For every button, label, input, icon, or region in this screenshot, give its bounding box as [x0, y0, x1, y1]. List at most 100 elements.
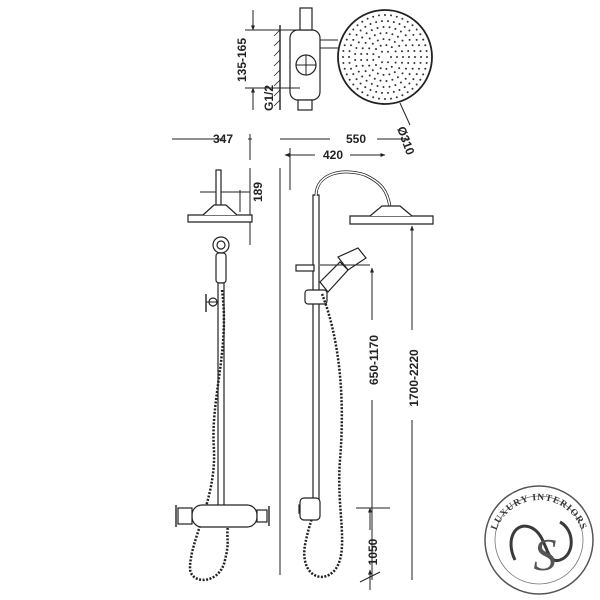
nozzle-dot [361, 64, 364, 67]
nozzle-dot [369, 23, 372, 25]
nozzle-dot [396, 76, 399, 79]
nozzle-dot [415, 83, 418, 86]
nozzle-dot [424, 67, 427, 70]
top-view [273, 7, 433, 111]
nozzle-dot [391, 78, 394, 81]
nozzle-dot [366, 53, 369, 55]
nozzle-dot [384, 14, 386, 16]
nozzle-dot [350, 67, 352, 70]
nozzle-dot [348, 78, 351, 81]
nozzle-dot [352, 73, 355, 76]
nozzle-dot [375, 90, 378, 93]
nozzle-dot [391, 33, 394, 36]
nozzle-dot [381, 50, 383, 53]
nozzle-dot [399, 30, 402, 33]
nozzle-dot [379, 79, 382, 82]
nozzle-dot [382, 73, 385, 76]
nozzle-dot [354, 53, 357, 55]
nozzle-dot [379, 32, 382, 35]
nozzle-dot [404, 34, 407, 37]
nozzle-dot [398, 67, 401, 70]
nozzle-dot [388, 73, 391, 76]
nozzle-dot [403, 86, 406, 89]
nozzle-dot [387, 91, 389, 94]
nozzle-dot [355, 33, 358, 36]
nozzle-dot [396, 35, 399, 38]
nozzle-dot [388, 85, 391, 88]
nozzle-dot [422, 73, 425, 76]
nozzle-dot [398, 89, 401, 91]
nozzle-dot [355, 65, 358, 67]
nozzle-dot [372, 58, 375, 61]
nozzle-dot [366, 17, 369, 20]
nozzle-dot [342, 50, 345, 52]
nozzle-dot [355, 47, 358, 49]
nozzle-dot [352, 28, 355, 31]
dim-135-165: 135-165 [235, 10, 300, 110]
nozzle-dot [382, 26, 385, 28]
nozzle-dot [348, 50, 351, 53]
nozzle-dot [401, 17, 404, 20]
label-347: 347 [213, 132, 233, 146]
nozzle-dot [395, 96, 398, 99]
nozzle-dot [343, 67, 346, 70]
nozzle-dot [373, 34, 376, 37]
nozzle-dot [425, 62, 428, 64]
nozzle-dot [415, 38, 418, 41]
nozzle-dot [403, 25, 406, 28]
brand-logo: LUXURY INTERIORS S [484, 485, 594, 595]
nozzle-dot [385, 44, 388, 47]
nozzle-dot [384, 98, 386, 100]
nozzle-dot [398, 23, 401, 25]
nozzle-dot [385, 67, 388, 70]
nozzle-dot [388, 26, 391, 29]
nozzle-dot [407, 50, 410, 52]
nozzle-dot [406, 20, 409, 23]
nozzle-dot [361, 91, 364, 94]
nozzle-dot [396, 56, 398, 58]
label-420: 420 [323, 148, 343, 162]
nozzle-dot [395, 15, 398, 18]
nozzle-dot [381, 20, 383, 23]
nozzle-dot [343, 44, 346, 47]
nozzle-dot [376, 39, 379, 42]
nozzle-dot [359, 29, 362, 32]
nozzle-dot [378, 14, 380, 17]
nozzle-dot [422, 38, 425, 41]
nozzle-dot [372, 15, 375, 18]
nozzle-dot [356, 87, 359, 90]
nozzle-dot [385, 80, 388, 82]
nozzle-dot [399, 81, 402, 84]
front-view [279, 168, 434, 579]
nozzle-dot [425, 50, 428, 52]
label-550: 550 [346, 132, 366, 146]
side-view: 189 [175, 168, 270, 582]
nozzle-dot [364, 25, 367, 28]
nozzle-dot [390, 56, 392, 58]
nozzle-dot [402, 56, 404, 58]
nozzle-dot [405, 67, 407, 70]
nozzle-dot [342, 56, 344, 58]
nozzle-dot [390, 65, 393, 68]
label-diameter: Ø310 [394, 124, 417, 157]
nozzle-dot [379, 44, 382, 47]
nozzle-dot [357, 70, 360, 73]
nozzle-dot [420, 56, 422, 58]
logo-monogram: S [534, 529, 557, 580]
nozzle-dot [390, 97, 392, 100]
nozzle-dot [370, 82, 373, 85]
nozzle-dot [394, 61, 397, 64]
nozzle-dot [364, 41, 367, 44]
nozzle-dot [361, 20, 364, 23]
nozzle-dot [401, 39, 404, 42]
nozzle-dot [424, 44, 427, 47]
nozzle-dot [415, 28, 418, 31]
nozzle-dot [412, 33, 415, 36]
nozzle-dot [361, 47, 364, 50]
nozzle-dot [419, 78, 422, 81]
nozzle-dot [387, 61, 389, 64]
nozzle-dot [394, 84, 397, 87]
nozzle-dot [373, 77, 376, 80]
nozzle-dot [364, 70, 367, 73]
